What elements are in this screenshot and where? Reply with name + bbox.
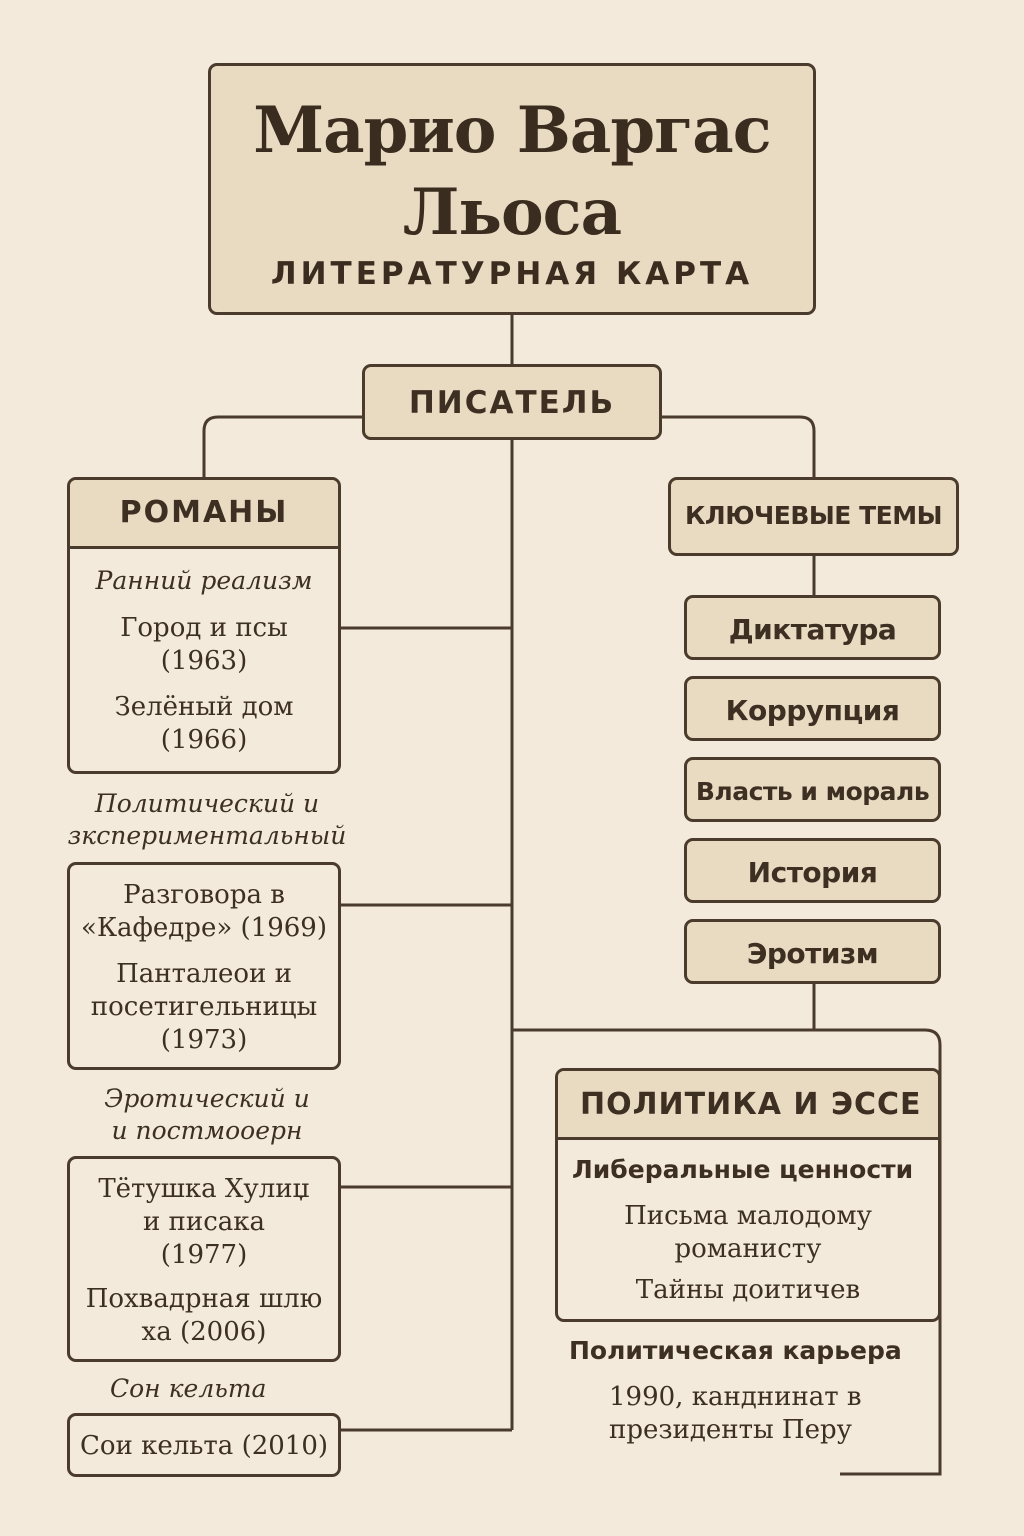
essay-item: Письма малодому романисту	[558, 1200, 938, 1266]
theme-power-morality: Власть и мораль	[684, 757, 941, 822]
novels-panel-political: Разговора в «Кафедре» (1969) Панталеои и…	[67, 862, 341, 1070]
period-label-line: Политический и	[94, 789, 320, 818]
book-item: Тётушка Хулиџ и писака (1977)	[70, 1173, 338, 1272]
novels-panel: РОМАНЫ Ранний реализм Город и псы (1963)…	[67, 477, 341, 774]
novels-label: РОМАНЫ	[119, 495, 289, 530]
book-title: и писака	[142, 1207, 266, 1237]
book-item: Панталеои и посетигельницы (1973)	[70, 958, 338, 1057]
politics-header: ПОЛИТИКА И ЭССЕ	[558, 1071, 938, 1140]
theme-label: Диктатура	[728, 613, 897, 646]
book-title: Похвадрная шлю	[85, 1284, 323, 1314]
book-title: Сои кельта (2010)	[79, 1431, 329, 1461]
period-erotic-postmodern: Эротический и и постмооерн	[62, 1083, 352, 1147]
novels-panel-celt: Сои кельта (2010)	[67, 1413, 341, 1477]
book-year: (1973)	[160, 1025, 248, 1055]
career-line: президенты Перу	[609, 1415, 852, 1445]
career-line: 1990, канднинат в	[609, 1382, 862, 1412]
period-label-line: зкспериментальный	[67, 821, 347, 850]
essay-title: Письма малодому	[624, 1201, 872, 1231]
book-title: Панталеои и	[116, 959, 292, 989]
period-dream-celt: Сон кельта	[110, 1374, 267, 1403]
book-title: посетигельницы	[90, 992, 318, 1022]
book-item: Зелёный дом (1966)	[70, 691, 338, 757]
book-title: ха (2006)	[141, 1317, 267, 1347]
liberal-values-heading: Либеральные ценности	[572, 1155, 914, 1184]
essay-title: романисту	[674, 1234, 822, 1264]
political-career-text: 1990, канднинат в президенты Перу	[609, 1381, 862, 1447]
period-political-experimental: Политический и зкспериментальный	[62, 788, 352, 852]
period-early-realism: Ранний реализм	[95, 566, 313, 595]
politics-essays-panel: ПОЛИТИКА И ЭССЕ Либеральные ценности Пис…	[555, 1068, 941, 1322]
novels-header: РОМАНЫ	[70, 480, 338, 549]
book-title: Зелёный дом	[114, 692, 294, 722]
page-subtitle: ЛИТЕРАТУРНАЯ КАРТА	[270, 256, 754, 292]
theme-dictatorship: Диктатура	[684, 595, 941, 660]
book-year: (1963)	[160, 646, 248, 676]
title-line-2: Льоса	[402, 175, 622, 250]
book-item: Город и псы (1963)	[70, 612, 338, 678]
theme-label: Власть и мораль	[695, 777, 930, 806]
theme-label: Эротизм	[746, 937, 879, 970]
key-themes-node: КЛЮЧЕВЫЕ ТЕМЫ	[668, 477, 959, 556]
period-label-line: Эротический и	[104, 1084, 310, 1113]
book-item: Похвадрная шлю ха (2006)	[70, 1283, 338, 1349]
theme-label: История	[747, 856, 878, 889]
political-career-heading: Политическая карьера	[569, 1336, 902, 1365]
theme-history: История	[684, 838, 941, 903]
theme-corruption: Коррупция	[684, 676, 941, 741]
title-box: Марио Варгас Льоса ЛИТЕРАТУРНАЯ КАРТА	[208, 63, 816, 315]
key-themes-label: КЛЮЧЕВЫЕ ТЕМЫ	[685, 501, 942, 530]
writer-to-novels-line	[202, 415, 362, 477]
book-title: Город и псы	[120, 613, 288, 643]
book-item: Разговора в «Кафедре» (1969)	[70, 879, 338, 945]
book-year: (1977)	[160, 1240, 248, 1270]
writer-node: ПИСАТЕЛЬ	[362, 364, 662, 440]
title-line-1: Марио Варгас	[253, 93, 771, 168]
book-title: Разговора в	[123, 880, 285, 910]
theme-eroticism: Эротизм	[684, 919, 941, 984]
book-title: «Кафедре» (1969)	[81, 913, 327, 943]
period-label-line: и постмооерн	[111, 1116, 303, 1145]
politics-label: ПОЛИТИКА И ЭССЕ	[580, 1087, 922, 1122]
theme-label: Коррупция	[725, 694, 900, 727]
page-title: Марио Варгас Льоса	[211, 90, 813, 254]
writer-to-themes-line	[662, 415, 816, 477]
writer-label: ПИСАТЕЛЬ	[408, 385, 616, 421]
novels-panel-erotic: Тётушка Хулиџ и писака (1977) Похвадрная…	[67, 1156, 341, 1362]
book-year: (1966)	[160, 725, 248, 755]
essay-title: Тайны доитичев	[635, 1275, 861, 1305]
trunk-to-politics-line	[512, 1028, 942, 1476]
book-title: Тётушка Хулиџ	[98, 1174, 310, 1204]
